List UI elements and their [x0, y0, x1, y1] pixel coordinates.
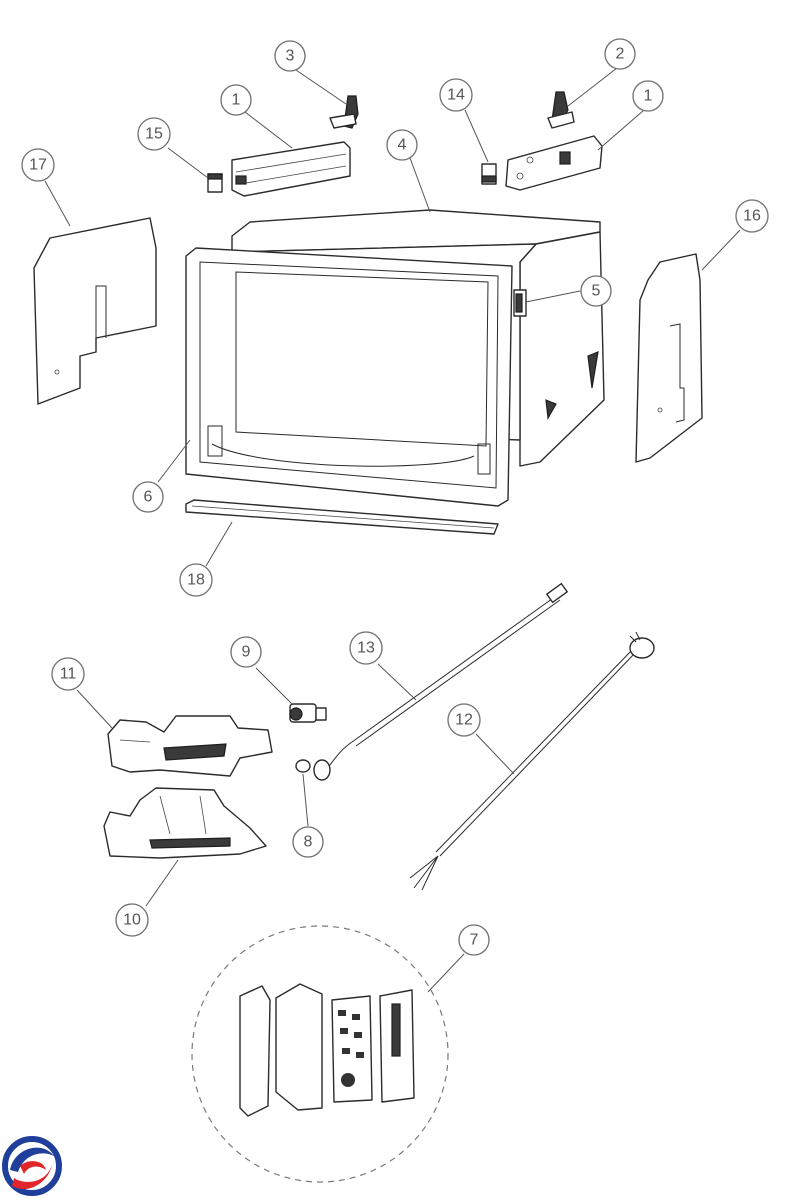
callout-5: 5	[580, 275, 612, 307]
callout-15: 15	[137, 117, 171, 151]
callout-11: 11	[51, 657, 85, 691]
svg-text:10: 10	[123, 912, 141, 929]
left-hinge-switch	[329, 95, 359, 129]
svg-text:8: 8	[304, 834, 313, 851]
lower-bracket	[103, 787, 267, 859]
callout-1-left-rail: 1	[220, 84, 252, 116]
svg-text:9: 9	[242, 644, 251, 661]
svg-text:7: 7	[470, 932, 479, 949]
left-rail	[231, 141, 351, 197]
control-assembly	[191, 925, 449, 1183]
right-rail-cap	[481, 163, 497, 185]
door-latch-part	[513, 289, 527, 317]
right-rail	[505, 135, 603, 191]
connector-part	[289, 703, 327, 723]
callout-4: 4	[386, 129, 418, 161]
callout-13: 13	[349, 631, 383, 665]
callout-18: 18	[179, 563, 213, 597]
left-side-panel	[33, 217, 157, 405]
callout-10: 10	[115, 903, 149, 937]
svg-text:4: 4	[398, 137, 407, 154]
right-side-panel	[635, 253, 703, 463]
svg-text:12: 12	[455, 712, 473, 729]
callouts: 1 1 2 3 4 5 6 7	[21, 38, 769, 956]
svg-text:1: 1	[232, 92, 241, 109]
svg-text:15: 15	[145, 126, 163, 143]
callout-8: 8	[292, 826, 324, 858]
svg-text:11: 11	[60, 666, 77, 683]
right-hinge-switch	[547, 91, 575, 129]
svg-text:16: 16	[743, 208, 761, 225]
upper-bracket	[107, 715, 273, 777]
callout-7: 7	[458, 924, 490, 956]
power-cord	[409, 631, 655, 891]
svg-text:5: 5	[592, 283, 601, 300]
callout-12: 12	[447, 703, 481, 737]
grommet-part	[295, 759, 311, 773]
front-trim-strip	[185, 499, 499, 535]
svg-text:18: 18	[187, 572, 205, 589]
callout-6: 6	[132, 481, 164, 513]
callout-2: 2	[604, 38, 636, 70]
svg-text:2: 2	[616, 46, 625, 63]
svg-text:17: 17	[29, 157, 47, 174]
front-frame	[185, 247, 513, 507]
callout-9: 9	[230, 636, 262, 668]
svg-text:3: 3	[286, 48, 295, 65]
wire-harness-cable	[313, 582, 568, 781]
callout-1-right-rail: 1	[632, 80, 664, 112]
callout-3: 3	[274, 40, 306, 72]
callout-17: 17	[21, 148, 55, 182]
svg-text:14: 14	[447, 87, 465, 104]
callout-14: 14	[439, 78, 473, 112]
leader-lines	[44, 67, 741, 993]
svg-text:13: 13	[357, 640, 375, 657]
svg-text:1: 1	[644, 88, 653, 105]
callout-16: 16	[735, 199, 769, 233]
svg-text:6: 6	[144, 489, 153, 506]
left-rail-cap	[207, 173, 223, 193]
brand-logo	[2, 1136, 62, 1196]
